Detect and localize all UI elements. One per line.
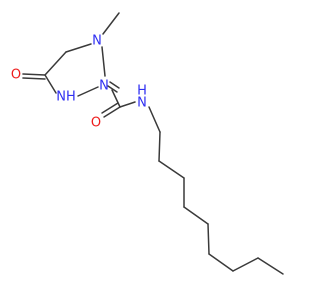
bond-n1-methyl: [102, 12, 120, 35]
bond-chain-5: [207, 223, 210, 255]
bond-ring-co-a: [22, 73, 46, 76]
bond-urea-co-b: [101, 102, 119, 114]
bond-ring-nh-c4: [44, 74, 57, 94]
atom-o-ring: O: [11, 68, 21, 83]
atom-h-chain: H: [137, 84, 147, 99]
bond-urea-co-a: [103, 106, 121, 118]
bond-ring-c4-ch2: [44, 51, 67, 76]
atom-n-chain: N: [137, 96, 147, 111]
bond-exo-a: [107, 85, 118, 93]
bond-chain-2: [158, 160, 185, 179]
bond-exo-b: [109, 81, 120, 89]
bonds-layer: [22, 12, 284, 275]
bond-ring-ch2-n1: [65, 43, 92, 53]
molecule-diagram: N N NH O O N H: [11, 12, 284, 275]
atom-n-methyl: N: [92, 34, 102, 49]
atom-nh-ring: NH: [56, 90, 76, 105]
bond-nh-c1: [148, 106, 161, 133]
bond-chain-6: [208, 253, 234, 272]
bond-chain-1: [158, 131, 161, 162]
bond-ring-c2-nh: [77, 86, 99, 97]
atom-o-urea: O: [91, 116, 101, 131]
bond-ureac-nh: [119, 101, 136, 108]
bond-chain-7: [232, 257, 259, 272]
structure-drawing: N N NH O O N H: [11, 12, 284, 275]
bond-n-ureac: [111, 89, 121, 108]
bond-ring-n1-c2: [101, 46, 106, 77]
bond-chain-4: [183, 206, 209, 225]
atom-n-imine: N: [99, 79, 109, 94]
atom-labels-layer: N N NH O O N H: [11, 34, 147, 131]
bond-ring-co-b: [22, 77, 46, 80]
bond-chain-8: [257, 257, 284, 275]
